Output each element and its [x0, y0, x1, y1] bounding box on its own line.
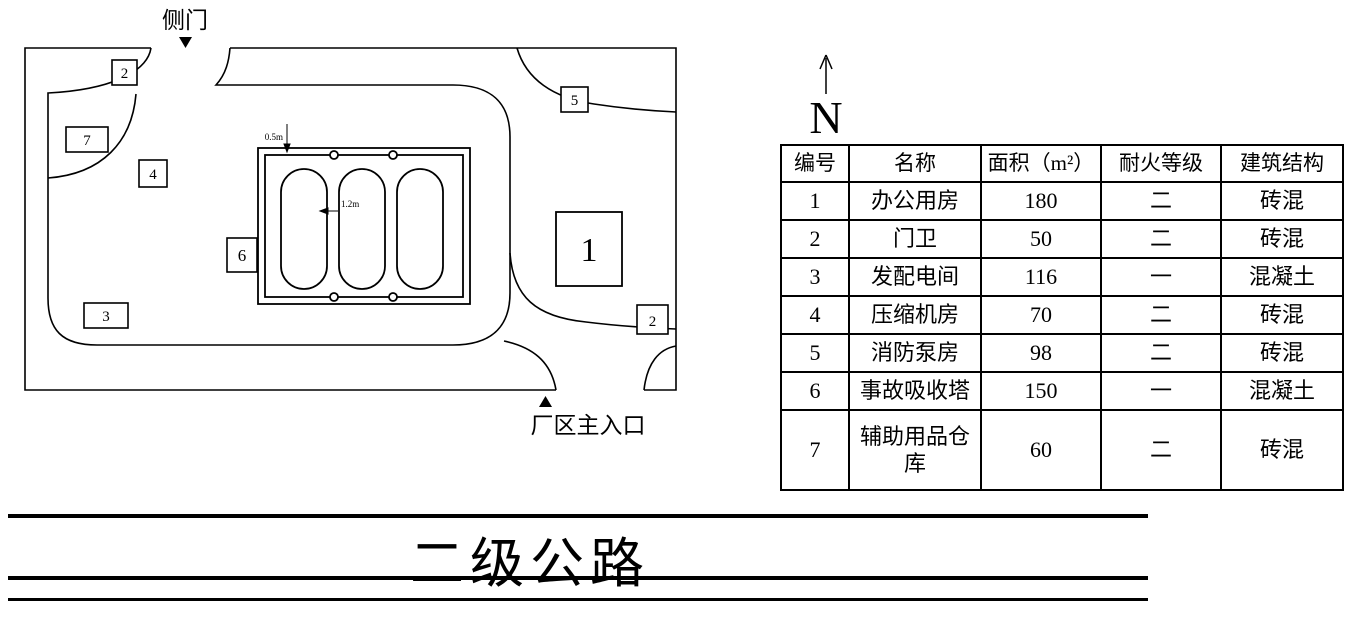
cell-area: 180: [980, 181, 1102, 221]
tank-1: [280, 168, 328, 290]
building-marker-fire-pump-room: 5: [560, 86, 589, 113]
cell-fire-rating: 二: [1100, 219, 1222, 259]
table-row: 6 事故吸收塔 150 一 混凝土: [780, 371, 1344, 411]
marker-label: 4: [149, 167, 157, 183]
tank-farm-inner-wall: [264, 154, 464, 298]
table-row: 3 发配电间 116 一 混凝土: [780, 257, 1344, 297]
dim-label-small: 0.5m: [265, 132, 283, 142]
marker-label: 7: [83, 133, 91, 149]
cell-name: 消防泵房: [848, 333, 982, 373]
building-marker-gatehouse-south: 2: [636, 304, 669, 335]
cell-name: 发配电间: [848, 257, 982, 297]
table-row: 1 办公用房 180 二 砖混: [780, 181, 1344, 221]
cell-name: 事故吸收塔: [848, 371, 982, 411]
marker-label: 2: [649, 314, 657, 330]
north-arrowhead-icon: [819, 54, 833, 70]
main-entrance-arrow-icon: [539, 396, 552, 407]
tank-2: [338, 168, 386, 290]
building-marker-compressor-room: 4: [138, 159, 168, 188]
pipe-node-icon: [329, 292, 339, 302]
tank-farm: [257, 147, 471, 305]
inner-ring-road: [47, 47, 511, 346]
dim-arrow-down-icon: [283, 143, 291, 154]
cell-area: 70: [980, 295, 1102, 335]
cell-name: 办公用房: [848, 181, 982, 221]
cell-area: 116: [980, 257, 1102, 297]
main-entrance-label: 厂区主入口: [531, 413, 646, 438]
side-door-arrow-icon: [179, 37, 192, 48]
cell-fire-rating: 一: [1100, 371, 1222, 411]
cell-structure: 混凝土: [1220, 371, 1344, 411]
cell-structure: 砖混: [1220, 333, 1344, 373]
pipe-node-icon: [329, 150, 339, 160]
pipe-node-icon: [388, 150, 398, 160]
cell-id: 5: [780, 333, 850, 373]
cell-fire-rating: 二: [1100, 181, 1222, 221]
marker-label: 3: [102, 309, 110, 325]
tank-farm-outer-wall: [257, 147, 471, 305]
cell-id: 2: [780, 219, 850, 259]
table-header-row: 编号 名称 面积（m²） 耐火等级 建筑结构: [780, 144, 1344, 183]
header-fire-rating: 耐火等级: [1100, 144, 1222, 183]
cell-id: 6: [780, 371, 850, 411]
building-marker-office: 1: [555, 211, 623, 287]
site-boundary: [24, 47, 677, 391]
cell-id: 1: [780, 181, 850, 221]
header-structure: 建筑结构: [1220, 144, 1344, 183]
side-door-label: 侧门: [162, 8, 208, 33]
marker-label: 6: [238, 246, 247, 265]
cell-fire-rating: 二: [1100, 409, 1222, 491]
west-branch-road: [47, 93, 137, 179]
cell-name: 门卫: [848, 219, 982, 259]
marker-label: 5: [571, 93, 579, 109]
north-label: N: [809, 92, 842, 138]
table-row: 5 消防泵房 98 二 砖混: [780, 333, 1344, 373]
road-edge-top: [8, 514, 1148, 518]
dim-arrow-left-icon: [318, 207, 329, 215]
building-marker-power-room: 3: [83, 302, 129, 329]
cell-structure: 砖混: [1220, 295, 1344, 335]
cell-fire-rating: 二: [1100, 333, 1222, 373]
road-centerline: [8, 576, 1148, 580]
building-marker-gatehouse-north: 2: [111, 59, 138, 86]
building-marker-absorption-tower: 6: [226, 237, 258, 273]
entrance-road-east: [643, 345, 677, 391]
cell-structure: 混凝土: [1220, 257, 1344, 297]
cell-name: 压缩机房: [848, 295, 982, 335]
pipe-node-icon: [388, 292, 398, 302]
cell-area: 98: [980, 333, 1102, 373]
header-id: 编号: [780, 144, 850, 183]
header-name: 名称: [848, 144, 982, 183]
building-spec-table: 编号 名称 面积（m²） 耐火等级 建筑结构 1 办公用房 180 二 砖混 2…: [780, 144, 1344, 491]
cell-id: 3: [780, 257, 850, 297]
road-edge-bottom: [8, 598, 1148, 601]
table-row: 4 压缩机房 70 二 砖混: [780, 295, 1344, 335]
header-area: 面积（m²）: [980, 144, 1102, 183]
tank-3: [396, 168, 444, 290]
marker-label: 2: [121, 66, 129, 82]
cell-structure: 砖混: [1220, 409, 1344, 491]
cell-area: 150: [980, 371, 1102, 411]
entrance-road-west: [503, 340, 557, 391]
cell-structure: 砖混: [1220, 181, 1344, 221]
marker-label: 1: [581, 232, 598, 269]
table-row: 2 门卫 50 二 砖混: [780, 219, 1344, 259]
cell-name: 辅助用品仓库: [848, 409, 982, 491]
site-plan: 0.5m 1.2m 侧门 厂区主入口 2 7 4 6 3 5: [24, 8, 677, 438]
cell-id: 7: [780, 409, 850, 491]
cell-fire-rating: 二: [1100, 295, 1222, 335]
cell-structure: 砖混: [1220, 219, 1344, 259]
cell-fire-rating: 一: [1100, 257, 1222, 297]
cell-area: 60: [980, 409, 1102, 491]
building-marker-aux-warehouse: 7: [65, 126, 109, 153]
north-indicator: N: [809, 54, 843, 138]
northeast-branch-road: [516, 47, 677, 113]
cell-area: 50: [980, 219, 1102, 259]
cell-id: 4: [780, 295, 850, 335]
table-row: 7 辅助用品仓库 60 二 砖混: [780, 409, 1344, 491]
road-label: 二级公路: [410, 534, 650, 594]
dim-label-large: 1.2m: [341, 199, 359, 209]
